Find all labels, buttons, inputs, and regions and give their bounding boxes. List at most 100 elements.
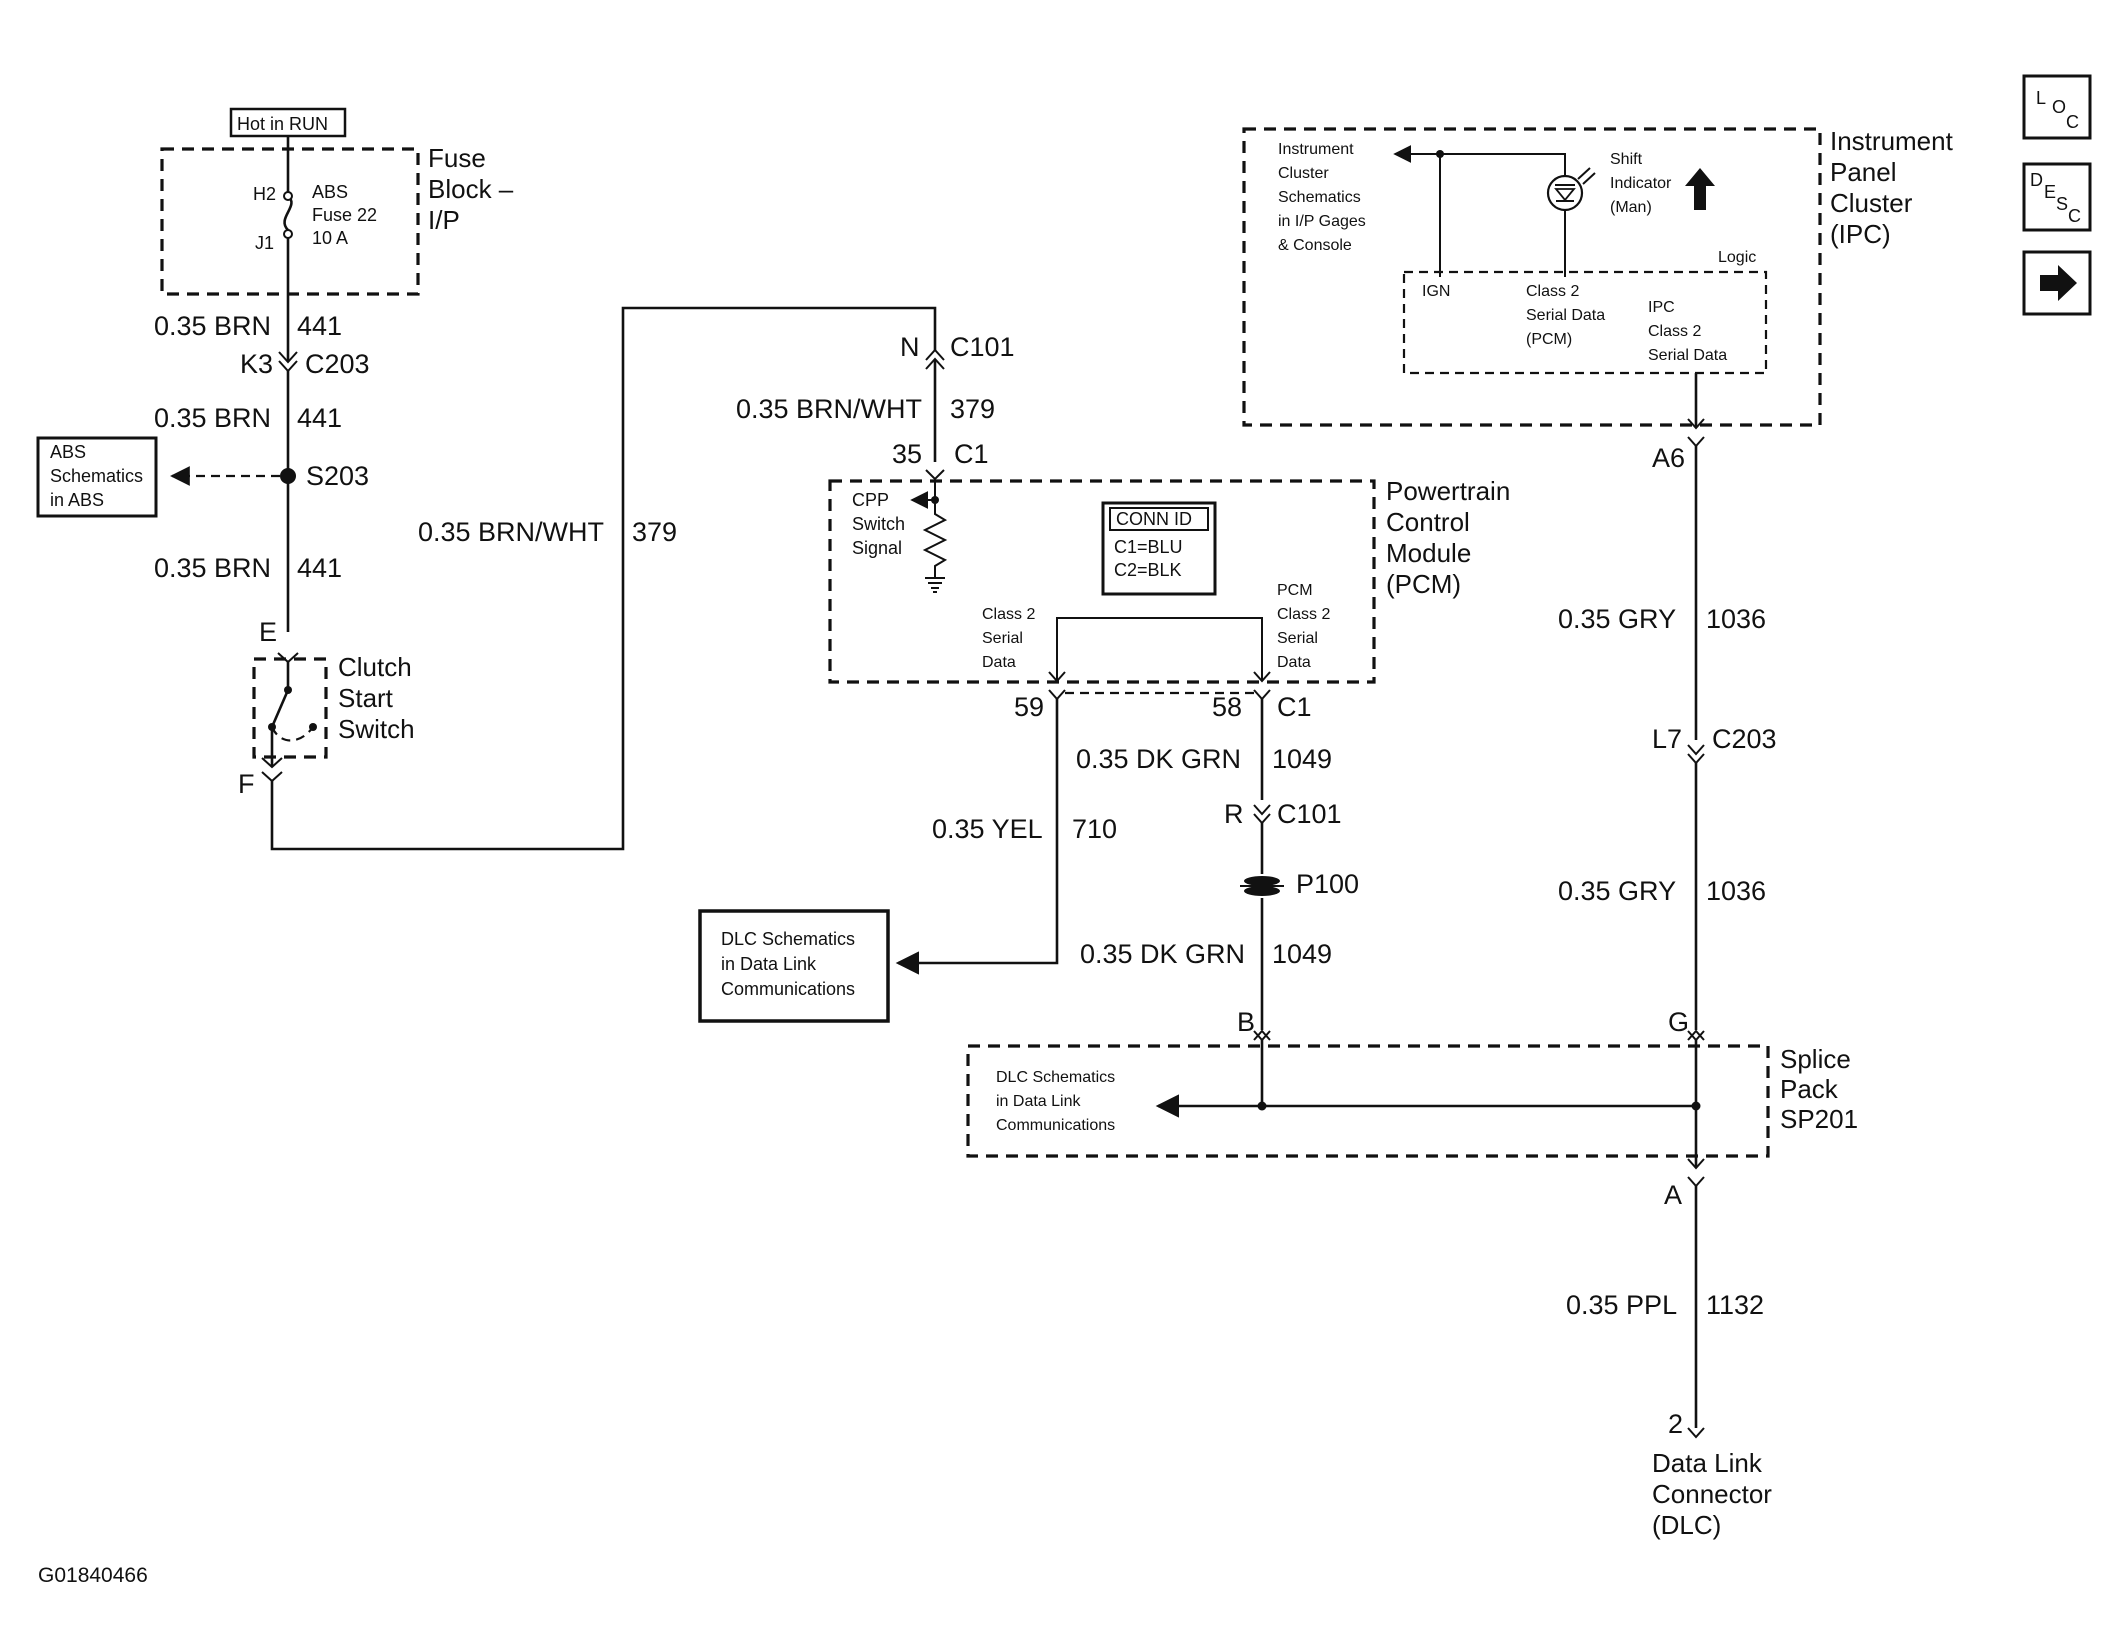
svg-text:CPP: CPP — [852, 490, 889, 510]
up-arrow-icon — [1685, 168, 1715, 210]
wire-gauge: 0.35 BRN — [154, 553, 271, 583]
ipc-outline — [1242, 127, 1822, 427]
cpp-switch-signal-label: CPP Switch Signal — [852, 490, 905, 558]
svg-text:in I/P Gages: in I/P Gages — [1278, 213, 1366, 230]
ground-icon — [925, 577, 945, 593]
svg-text:Clutch: Clutch — [338, 652, 412, 682]
data-link-connector-label: Data Link Connector (DLC) — [1652, 1448, 1772, 1540]
svg-text:Shift: Shift — [1610, 151, 1643, 168]
dlc-schematics-reference[interactable]: DLC Schematics in Data Link Communicatio… — [698, 909, 890, 1023]
ipc-logic-outline — [1402, 270, 1768, 375]
svg-text:L: L — [2036, 88, 2046, 108]
yel-wire — [895, 699, 1059, 975]
connector-c101-mid: C101 — [1277, 799, 1342, 829]
svg-text:ABS: ABS — [312, 182, 348, 202]
svg-text:in Data Link: in Data Link — [996, 1093, 1081, 1110]
loc-button[interactable]: L O C — [2022, 74, 2092, 140]
svg-text:DLC Schematics: DLC Schematics — [996, 1069, 1115, 1086]
circuit-number: 441 — [297, 311, 342, 341]
svg-text:Cluster: Cluster — [1830, 188, 1913, 218]
svg-text:D: D — [2030, 170, 2043, 190]
pcm-class2-serial-data-label: PCM Class 2 Serial Data — [1277, 582, 1330, 671]
svg-text:Data: Data — [1277, 654, 1311, 671]
wire-gauge: 0.35 DK GRN — [1080, 939, 1245, 969]
wire-gauge: 0.35 PPL — [1566, 1290, 1677, 1320]
wire-gauge: 0.35 BRN/WHT — [736, 394, 922, 424]
resistor-symbol — [922, 500, 948, 578]
splice-pack-title: Splice Pack SP201 — [1780, 1044, 1858, 1134]
svg-text:Start: Start — [338, 683, 394, 713]
svg-text:Indicator: Indicator — [1610, 175, 1672, 192]
next-arrow-button[interactable] — [2022, 250, 2092, 316]
svg-text:Switch: Switch — [338, 714, 415, 744]
svg-text:Serial Data: Serial Data — [1648, 347, 1727, 364]
svg-text:C2=BLK: C2=BLK — [1114, 560, 1182, 580]
pin-n: N — [900, 332, 920, 362]
shift-indicator-lamp-icon — [1546, 167, 1596, 212]
svg-text:SP201: SP201 — [1780, 1104, 1858, 1134]
svg-text:C: C — [2066, 112, 2079, 132]
svg-text:Module: Module — [1386, 538, 1471, 568]
svg-text:Class 2: Class 2 — [1526, 283, 1579, 300]
svg-text:& Console: & Console — [1278, 237, 1352, 254]
pin-g: G — [1668, 1007, 1689, 1037]
svg-text:Class 2: Class 2 — [1277, 606, 1330, 623]
splice-pack-outline — [966, 1044, 1770, 1158]
desc-button[interactable]: D E S C — [2022, 162, 2092, 232]
svg-text:Fuse 22: Fuse 22 — [312, 205, 377, 225]
abs-fuse-label: ABS Fuse 22 10 A — [312, 182, 377, 248]
svg-text:Hot in RUN: Hot in RUN — [237, 114, 328, 134]
circuit-number: 1049 — [1272, 939, 1332, 969]
circuit-number: 1132 — [1706, 1290, 1764, 1320]
circuit-number: 1049 — [1272, 744, 1332, 774]
pin-j1: J1 — [255, 233, 274, 253]
svg-text:Data Link: Data Link — [1652, 1448, 1763, 1478]
class2-serial-data-pcm-label: Class 2 Serial Data (PCM) — [1526, 283, 1605, 348]
clutch-switch-outline — [252, 657, 328, 759]
svg-text:Block –: Block – — [428, 174, 514, 204]
pcm-outline — [828, 479, 1376, 684]
circuit-number: 441 — [297, 403, 342, 433]
svg-text:Communications: Communications — [721, 979, 855, 999]
svg-text:(Man): (Man) — [1610, 199, 1652, 216]
pin-l7: L7 — [1652, 724, 1682, 754]
svg-text:ABS: ABS — [50, 442, 86, 462]
hot-in-run-label: Hot in RUN — [229, 107, 347, 138]
pin-35: 35 — [892, 439, 922, 469]
instrument-cluster-schematics-reference[interactable]: Instrument Cluster Schematics in I/P Gag… — [1278, 141, 1366, 254]
pin-e: E — [259, 617, 277, 647]
svg-text:Signal: Signal — [852, 538, 902, 558]
svg-text:CONN ID: CONN ID — [1116, 509, 1192, 529]
pin-b: B — [1237, 1007, 1255, 1037]
svg-text:IPC: IPC — [1648, 299, 1675, 316]
svg-text:10 A: 10 A — [312, 228, 348, 248]
fuse-symbol — [283, 195, 293, 231]
svg-text:C1=BLU: C1=BLU — [1114, 537, 1183, 557]
wire-gauge: 0.35 GRY — [1558, 604, 1676, 634]
svg-text:O: O — [2052, 97, 2066, 117]
abs-schematics-reference[interactable]: ABS Schematics in ABS — [36, 436, 158, 518]
pin-k3: K3 — [240, 349, 273, 379]
connector-c203: C203 — [305, 349, 370, 379]
svg-text:(DLC): (DLC) — [1652, 1510, 1721, 1540]
svg-text:in ABS: in ABS — [50, 490, 104, 510]
svg-text:Splice: Splice — [1780, 1044, 1851, 1074]
svg-text:Schematics: Schematics — [1278, 189, 1361, 206]
pin-2: 2 — [1668, 1409, 1683, 1439]
pin-59: 59 — [1014, 692, 1044, 722]
svg-text:DLC Schematics: DLC Schematics — [721, 929, 855, 949]
pin-f: F — [238, 769, 255, 799]
splice-s203 — [280, 468, 296, 484]
right-arrow-icon — [2040, 265, 2077, 301]
ign-label: IGN — [1422, 283, 1450, 300]
circuit-number: 710 — [1072, 814, 1117, 844]
pin-a6: A6 — [1652, 443, 1685, 473]
splice-dlc-schematics-reference[interactable]: DLC Schematics in Data Link Communicatio… — [996, 1069, 1115, 1134]
pin-58: 58 — [1212, 692, 1242, 722]
svg-text:Instrument: Instrument — [1830, 126, 1954, 156]
svg-text:Fuse: Fuse — [428, 143, 486, 173]
ipc-class2-serial-data-label: IPC Class 2 Serial Data — [1648, 299, 1727, 364]
svg-text:S203: S203 — [306, 461, 369, 491]
diagram-id: G01840466 — [38, 1564, 148, 1587]
